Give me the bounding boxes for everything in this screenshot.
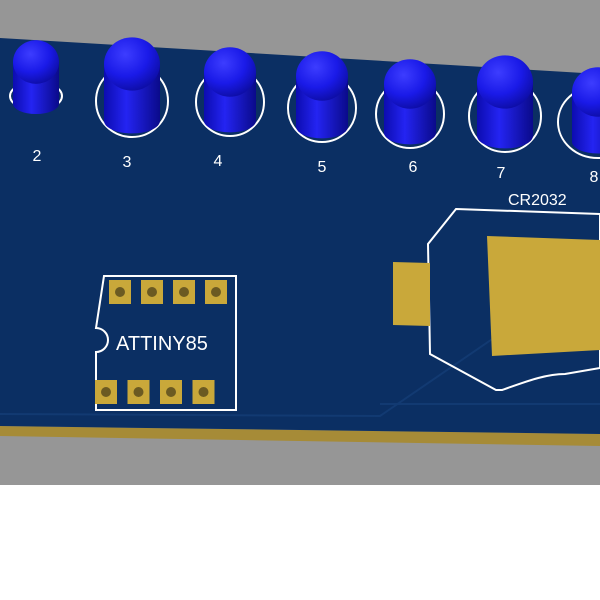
led-dome <box>384 59 436 109</box>
ic-pad <box>109 280 131 304</box>
led-dome <box>13 40 59 84</box>
led-label: 8 <box>590 169 599 186</box>
board-edge <box>0 426 600 446</box>
battery-pad-positive <box>487 236 600 356</box>
ic-pad <box>160 380 182 404</box>
ic-pad <box>192 380 215 404</box>
ic-pads <box>95 280 227 404</box>
led-dome <box>477 55 533 109</box>
led-dome <box>296 51 348 101</box>
led-label-row: 2 3 4 5 6 7 8 <box>33 148 599 186</box>
led-dome <box>204 47 256 97</box>
led-label: 3 <box>123 154 132 171</box>
pad-hole <box>211 287 221 297</box>
ic-pad <box>173 280 195 304</box>
pad-hole <box>179 287 189 297</box>
led-label: 5 <box>318 159 327 176</box>
led[interactable] <box>468 55 542 153</box>
led-label: 6 <box>409 159 418 176</box>
battery-label: CR2032 <box>508 192 567 209</box>
pcb-board[interactable] <box>0 38 600 434</box>
pad-hole <box>147 287 157 297</box>
led-dome <box>572 67 600 117</box>
led-label: 2 <box>33 148 42 165</box>
ic-pad <box>127 380 150 404</box>
led[interactable] <box>557 67 600 159</box>
ic-pad <box>95 380 117 404</box>
ic-label: ATTINY85 <box>116 333 208 355</box>
pad-hole <box>133 387 144 397</box>
battery-holder[interactable]: CR2032 <box>393 192 600 391</box>
ic-pad <box>205 280 227 304</box>
pad-hole <box>101 387 111 397</box>
led-label: 7 <box>497 165 506 182</box>
led-dome <box>104 37 160 91</box>
led[interactable] <box>9 40 63 115</box>
pad-hole <box>166 387 176 397</box>
led-row <box>9 37 600 159</box>
ic-footprint[interactable]: ATTINY85 <box>94 275 237 411</box>
lower-blank-area <box>0 485 600 600</box>
pad-hole <box>115 287 125 297</box>
battery-pad-negative <box>393 262 430 326</box>
led-label: 4 <box>214 153 223 170</box>
led[interactable] <box>375 59 445 149</box>
pad-hole <box>198 387 209 397</box>
battery-silkscreen-outline <box>426 207 600 391</box>
led[interactable] <box>95 37 169 138</box>
led[interactable] <box>195 47 265 137</box>
ic-pad <box>141 280 163 304</box>
led[interactable] <box>287 51 357 143</box>
